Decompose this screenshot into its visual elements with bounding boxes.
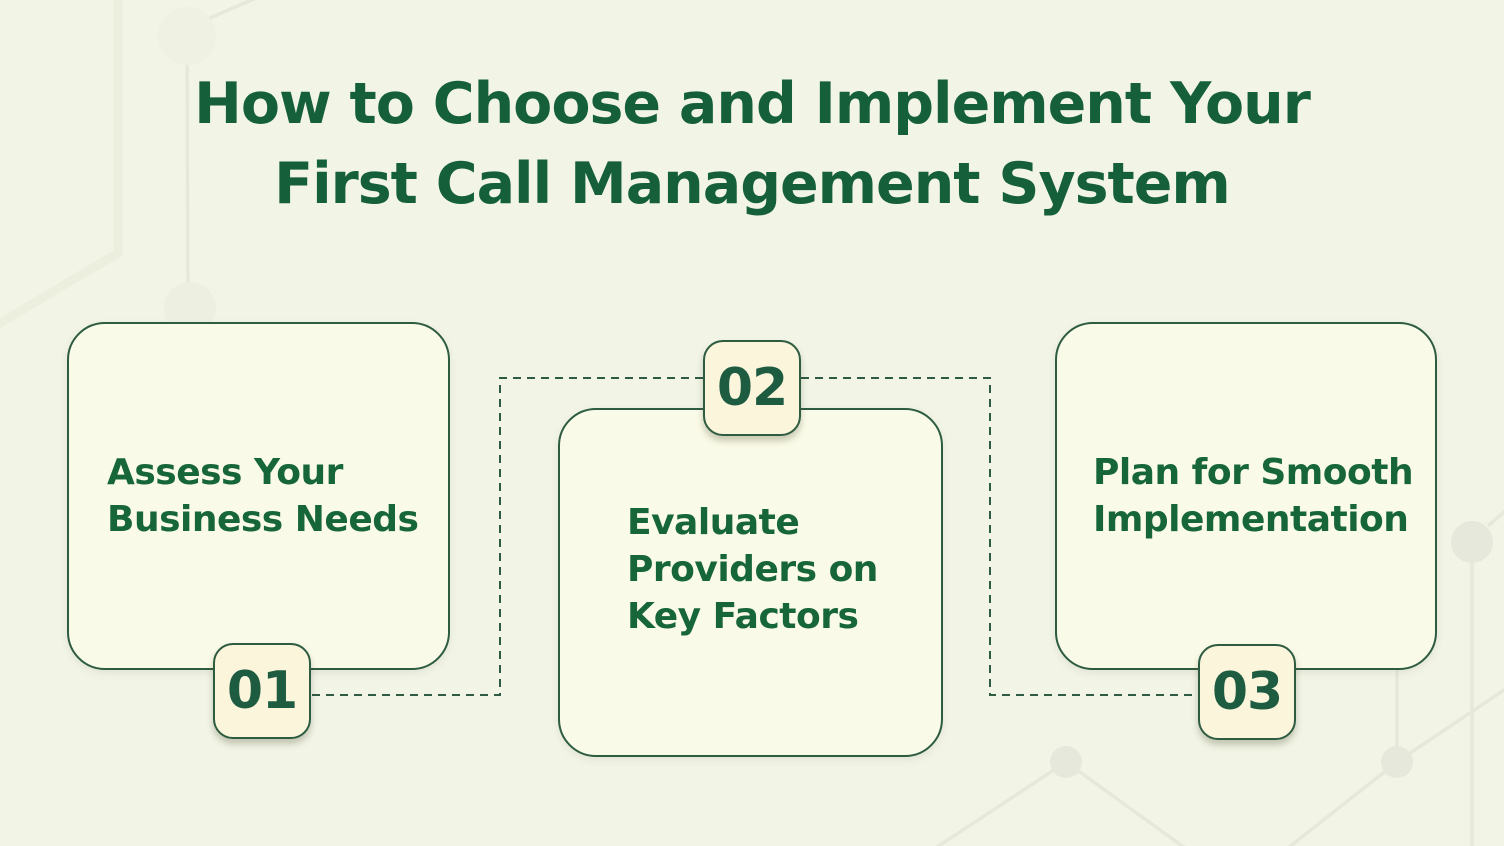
page-title-line1: How to Choose and Implement Your [194, 71, 1311, 137]
step-2-label: Evaluate Providers on Key Factors [560, 499, 941, 640]
step-2-label-line3: Key Factors [627, 596, 859, 637]
molecule-node-decoration [1050, 746, 1082, 778]
step-1-label: Assess Your Business Needs [69, 449, 448, 543]
molecule-node-decoration [158, 7, 216, 65]
step-2-label-line1: Evaluate [627, 502, 800, 543]
step-1-number: 01 [226, 661, 298, 721]
step-badge-01: 01 [213, 643, 311, 739]
step-3-label-line2: Implementation [1093, 499, 1409, 540]
page-title-line2: First Call Management System [274, 151, 1231, 217]
step-card-1: Assess Your Business Needs [67, 322, 450, 670]
page-title: How to Choose and Implement Your First C… [0, 64, 1504, 224]
step-1-label-line2: Business Needs [107, 499, 419, 540]
step-card-2: Evaluate Providers on Key Factors [558, 408, 943, 757]
molecule-line-decoration [1486, 509, 1504, 528]
step-card-3: Plan for Smooth Implementation [1055, 322, 1437, 670]
step-3-label-line1: Plan for Smooth [1093, 452, 1414, 493]
step-3-label: Plan for Smooth Implementation [1057, 449, 1435, 543]
hexagon-edge-decoration [935, 759, 1186, 846]
step-1-label-line1: Assess Your [107, 452, 343, 493]
step-2-number: 02 [716, 358, 788, 418]
molecule-node-decoration [1451, 521, 1493, 563]
molecule-line-decoration [209, 0, 256, 20]
step-2-label-line2: Providers on [627, 549, 878, 590]
molecule-node-decoration [1381, 746, 1413, 778]
step-3-number: 03 [1211, 662, 1283, 722]
step-badge-03: 03 [1198, 644, 1296, 740]
step-badge-02: 02 [703, 340, 801, 436]
hexagon-edge-decoration [1287, 687, 1504, 846]
